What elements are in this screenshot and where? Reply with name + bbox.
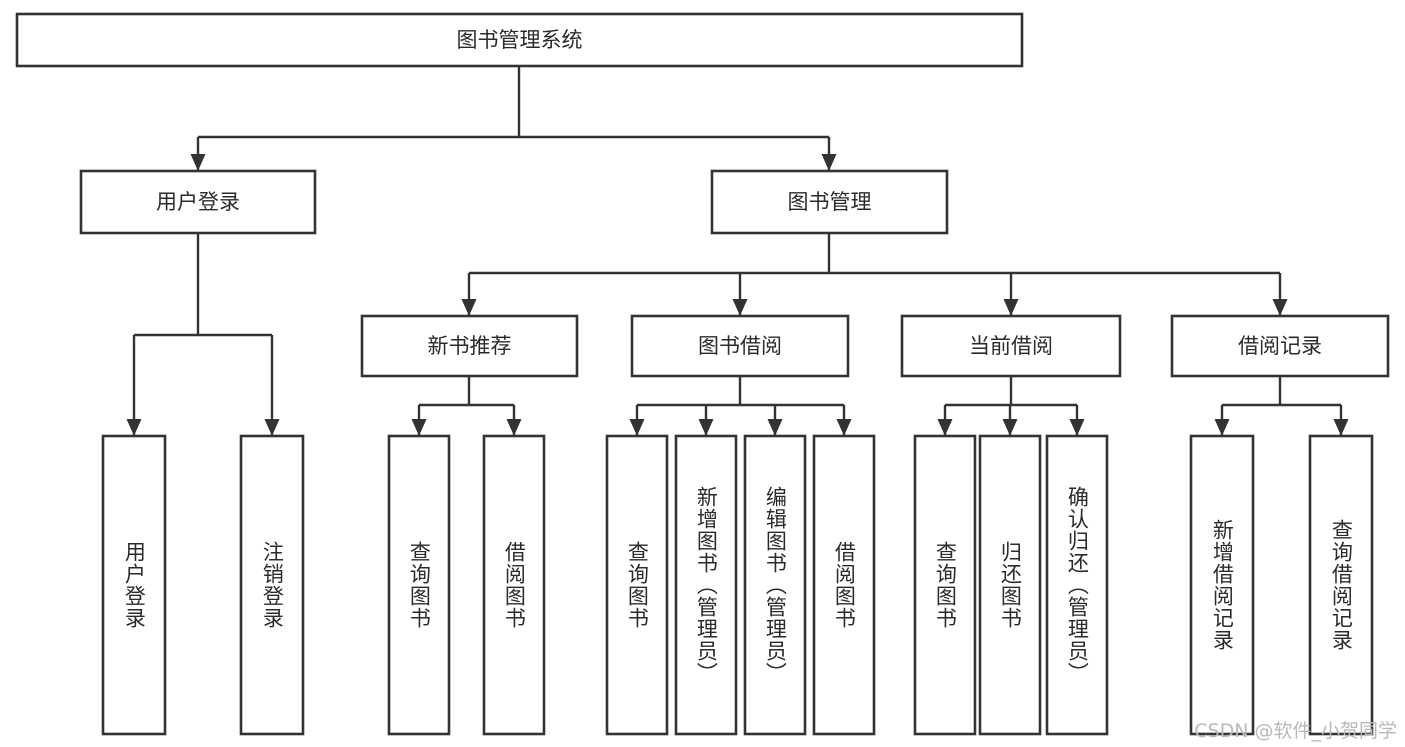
- leaf-node-box[interactable]: [101, 434, 167, 736]
- arrow-head-icon: [264, 419, 280, 436]
- level2-node-1[interactable]: 图书管理: [710, 169, 949, 235]
- leaf-node-box[interactable]: [1045, 434, 1109, 736]
- node-label: 借阅记录: [1238, 334, 1322, 358]
- node-label: 新书推荐: [428, 334, 512, 358]
- arrow-head-icon: [698, 419, 714, 436]
- leaf-node-box[interactable]: [743, 434, 807, 736]
- leaf-node-box[interactable]: [978, 434, 1042, 736]
- leaf-node-box[interactable]: [812, 434, 876, 736]
- arrow-head-icon: [411, 419, 427, 436]
- node-label: 图书借阅: [698, 334, 782, 358]
- node-label: 当前借阅: [969, 334, 1053, 358]
- arrow-head-icon: [461, 299, 477, 316]
- arrow-head-icon: [1069, 419, 1085, 436]
- arrow-head-icon: [506, 419, 522, 436]
- watermark-text: CSDN @软件_小贺同学: [1194, 720, 1397, 742]
- arrow-head-icon: [1002, 419, 1018, 436]
- level3-node-3[interactable]: 借阅记录: [1170, 314, 1390, 378]
- arrow-head-icon: [1333, 419, 1349, 436]
- arrow-head-icon: [190, 154, 206, 171]
- leaf-node-box[interactable]: [1189, 434, 1255, 736]
- arrow-head-icon: [1214, 419, 1230, 436]
- arrow-head-icon: [937, 419, 953, 436]
- leaf-node-box[interactable]: [605, 434, 669, 736]
- node-label: 图书管理: [788, 190, 872, 214]
- arrow-head-icon: [1003, 299, 1019, 316]
- node-label: 图书管理系统: [457, 28, 583, 52]
- level2-node-0[interactable]: 用户登录: [79, 169, 317, 235]
- connectors-layer: [126, 66, 1349, 436]
- level3-node-0[interactable]: 新书推荐: [360, 314, 579, 378]
- leaf-node-box[interactable]: [482, 434, 546, 736]
- leaf-node-box[interactable]: [674, 434, 738, 736]
- arrow-head-icon: [821, 154, 837, 171]
- leaf-node-box[interactable]: [913, 434, 977, 736]
- root-node-图书管理系统[interactable]: 图书管理系统: [15, 12, 1024, 68]
- leaf-node-box[interactable]: [1308, 434, 1374, 736]
- arrow-head-icon: [1272, 299, 1288, 316]
- level3-node-2[interactable]: 当前借阅: [900, 314, 1122, 378]
- node-label: 用户登录: [156, 190, 240, 214]
- leaf-node-box[interactable]: [387, 434, 451, 736]
- leaf-node-box[interactable]: [239, 434, 305, 736]
- arrow-head-icon: [126, 419, 142, 436]
- arrow-head-icon: [767, 419, 783, 436]
- arrow-head-icon: [836, 419, 852, 436]
- arrow-head-icon: [629, 419, 645, 436]
- arrow-head-icon: [732, 299, 748, 316]
- level3-node-1[interactable]: 图书借阅: [630, 314, 850, 378]
